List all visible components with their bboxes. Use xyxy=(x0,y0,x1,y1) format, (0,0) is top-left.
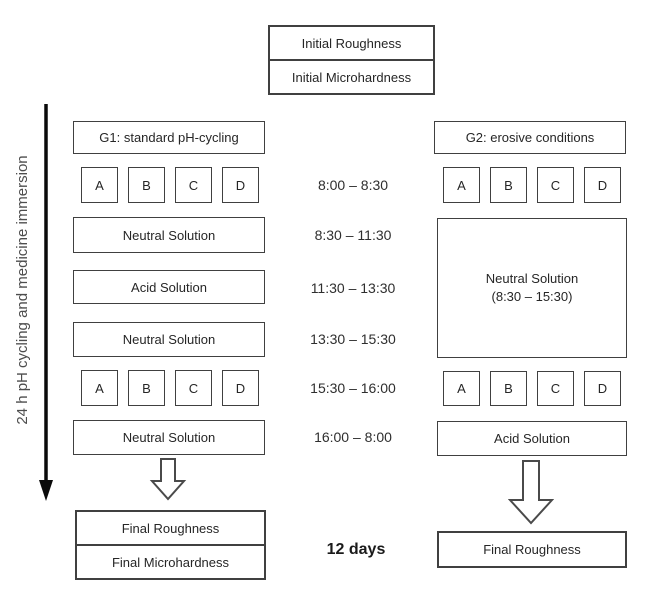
g2-block-down-arrow-icon xyxy=(508,460,554,525)
g1-step-neutral-1: Neutral Solution xyxy=(73,217,265,253)
initial-microhardness-label: Initial Microhardness xyxy=(270,59,433,93)
specimen-box: C xyxy=(537,371,574,406)
specimen-box: A xyxy=(81,167,118,203)
specimen-box: D xyxy=(222,167,259,203)
g1-step-neutral-2: Neutral Solution xyxy=(73,322,265,357)
g2-neutral-line1: Neutral Solution xyxy=(485,271,579,287)
g2-final-roughness-box: Final Roughness xyxy=(437,531,627,568)
g1-final-microhardness-label: Final Microhardness xyxy=(77,544,264,578)
specimen-box: B xyxy=(490,371,527,406)
specimen-box: D xyxy=(584,167,621,203)
initial-roughness-label: Initial Roughness xyxy=(301,35,402,51)
time-slot-2: 8:30 – 11:30 xyxy=(314,227,392,243)
g2-header: G2: erosive conditions xyxy=(434,121,626,154)
specimen-box: A xyxy=(81,370,118,406)
g2-specimen-row-2: A B C D xyxy=(443,371,621,406)
initial-measurements-box: Initial Roughness Initial Microhardness xyxy=(268,25,435,95)
g1-step-acid: Acid Solution xyxy=(73,270,265,304)
time-slot-6: 16:00 – 8:00 xyxy=(314,429,392,445)
g1-final-measurements-box: Final Roughness Final Microhardness xyxy=(75,510,266,580)
specimen-box: C xyxy=(175,167,212,203)
g1-block-down-arrow-icon xyxy=(149,458,187,501)
specimen-box: C xyxy=(537,167,574,203)
duration-label: 12 days xyxy=(326,541,386,558)
specimen-box: A xyxy=(443,167,480,203)
specimen-box: C xyxy=(175,370,212,406)
time-slot-4: 13:30 – 15:30 xyxy=(310,331,396,347)
specimen-box: D xyxy=(222,370,259,406)
specimen-box: D xyxy=(584,371,621,406)
time-slot-3: 11:30 – 13:30 xyxy=(310,280,396,296)
g1-specimen-row-1: A B C D xyxy=(81,167,259,203)
g1-step-neutral-3: Neutral Solution xyxy=(73,420,265,455)
specimen-box: B xyxy=(490,167,527,203)
time-slot-5: 15:30 – 16:00 xyxy=(310,380,396,396)
g2-specimen-row-1: A B C D xyxy=(443,167,621,203)
specimen-box: A xyxy=(443,371,480,406)
axis-label: 24 h pH cycling and medicine immersion xyxy=(14,155,31,425)
g1-header: G1: standard pH-cycling xyxy=(73,121,265,154)
g2-step-acid: Acid Solution xyxy=(437,421,627,456)
down-arrow-axis-icon xyxy=(39,104,53,501)
g2-neutral-line2: (8:30 – 15:30) xyxy=(491,289,573,304)
g2-step-neutral-big: Neutral Solution (8:30 – 15:30) xyxy=(437,218,627,358)
g1-specimen-row-2: A B C D xyxy=(81,370,259,406)
specimen-box: B xyxy=(128,167,165,203)
g1-final-roughness-label: Final Roughness xyxy=(121,520,220,536)
time-slot-1: 8:00 – 8:30 xyxy=(317,177,389,193)
specimen-box: B xyxy=(128,370,165,406)
